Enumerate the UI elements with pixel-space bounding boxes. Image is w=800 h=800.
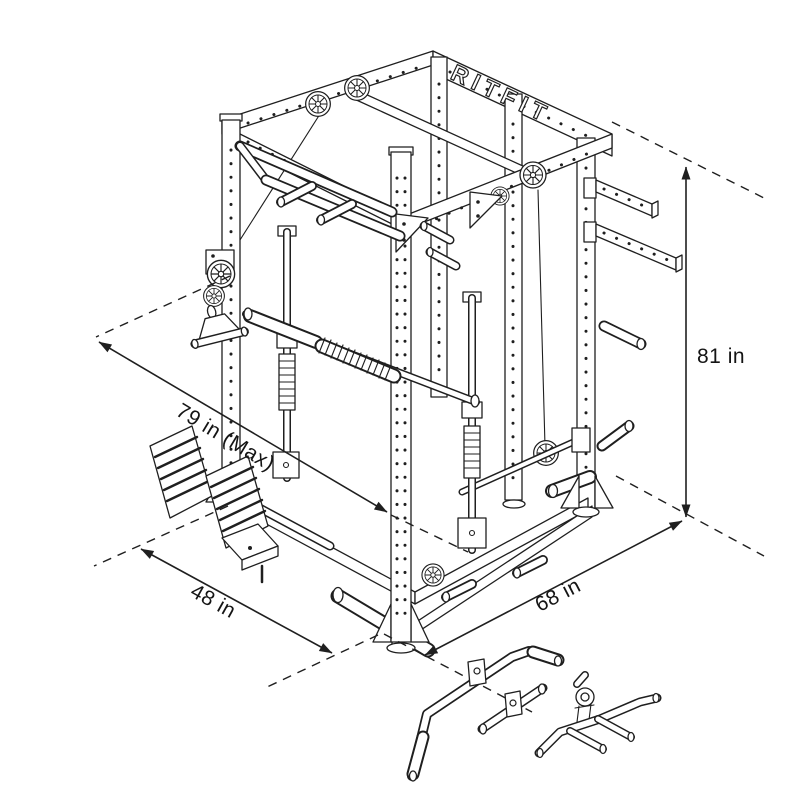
dimension-cable-travel: 79 in (Max) [95, 275, 469, 553]
plate-storage-horns [583, 177, 683, 351]
top-pulley-icon [344, 75, 370, 101]
smith-machine [242, 225, 487, 554]
lat-pulldown-bar-icon [406, 645, 565, 782]
depth-label: 68 in [531, 574, 584, 617]
bottom-pulley-icon [421, 563, 445, 587]
width-label: 48 in [187, 580, 240, 623]
cable-pulley-icon [206, 259, 236, 289]
cable-attachments [406, 645, 662, 782]
safety-arm [458, 427, 591, 496]
dimension-height: 81 in [611, 121, 767, 557]
height-label: 81 in [697, 345, 745, 368]
top-pulley-icon [305, 91, 331, 117]
straight-bar-icon [477, 683, 548, 735]
row-handle-icon [534, 671, 662, 759]
brand-logo: RITFIT [447, 59, 555, 128]
pullup-bar [234, 140, 406, 242]
top-pulley-icon [519, 161, 547, 189]
cable-pulley-icon [203, 285, 225, 307]
